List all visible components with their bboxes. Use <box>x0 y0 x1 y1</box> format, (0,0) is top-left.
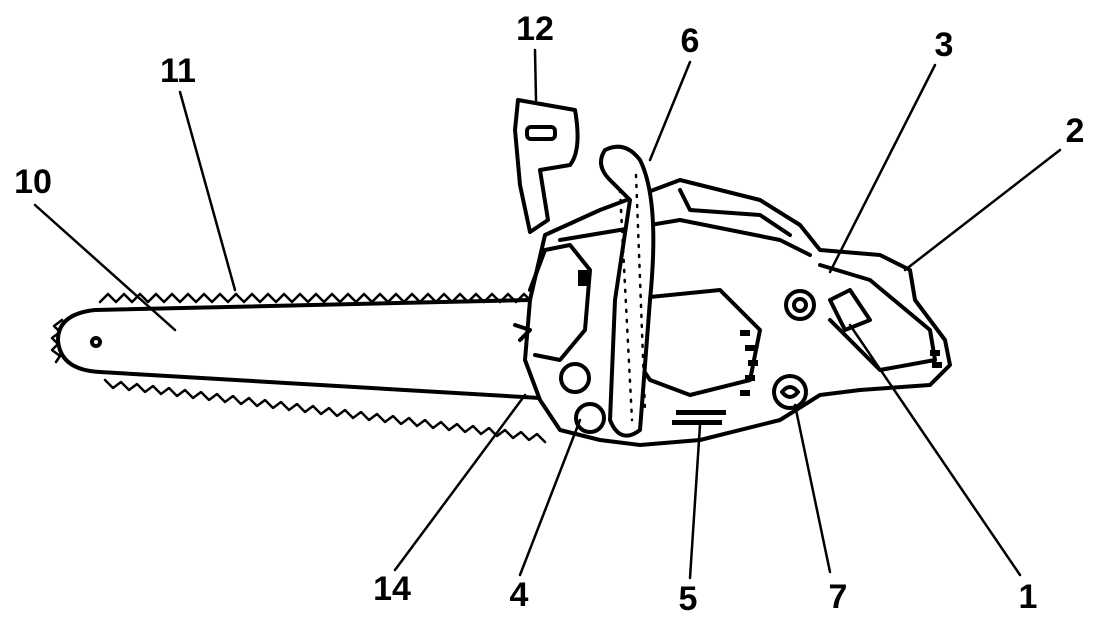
callout-12: 12 <box>516 10 554 48</box>
callout-11: 11 <box>160 52 196 90</box>
callout-7: 7 <box>829 578 848 616</box>
bar-nose-rivet <box>90 336 102 348</box>
leader-lines <box>33 48 1062 580</box>
callout-1: 1 <box>1019 578 1038 616</box>
callout-10: 10 <box>14 163 52 201</box>
front-handle <box>599 144 656 438</box>
callout-6: 6 <box>681 22 700 60</box>
starter-knob <box>772 374 808 410</box>
callout-14: 14 <box>373 570 411 608</box>
guide-bar <box>50 292 566 444</box>
choke-knob <box>784 289 816 321</box>
bar-nut <box>559 362 591 394</box>
hand-guard <box>513 98 580 234</box>
engine-body <box>513 178 952 447</box>
callout-4: 4 <box>510 576 529 614</box>
callout-3: 3 <box>935 26 954 64</box>
callout-labels: 1 2 3 4 5 6 7 10 11 12 14 <box>14 10 1084 618</box>
oil-cap <box>574 402 606 434</box>
callout-2: 2 <box>1066 112 1085 150</box>
callout-5: 5 <box>679 580 698 618</box>
